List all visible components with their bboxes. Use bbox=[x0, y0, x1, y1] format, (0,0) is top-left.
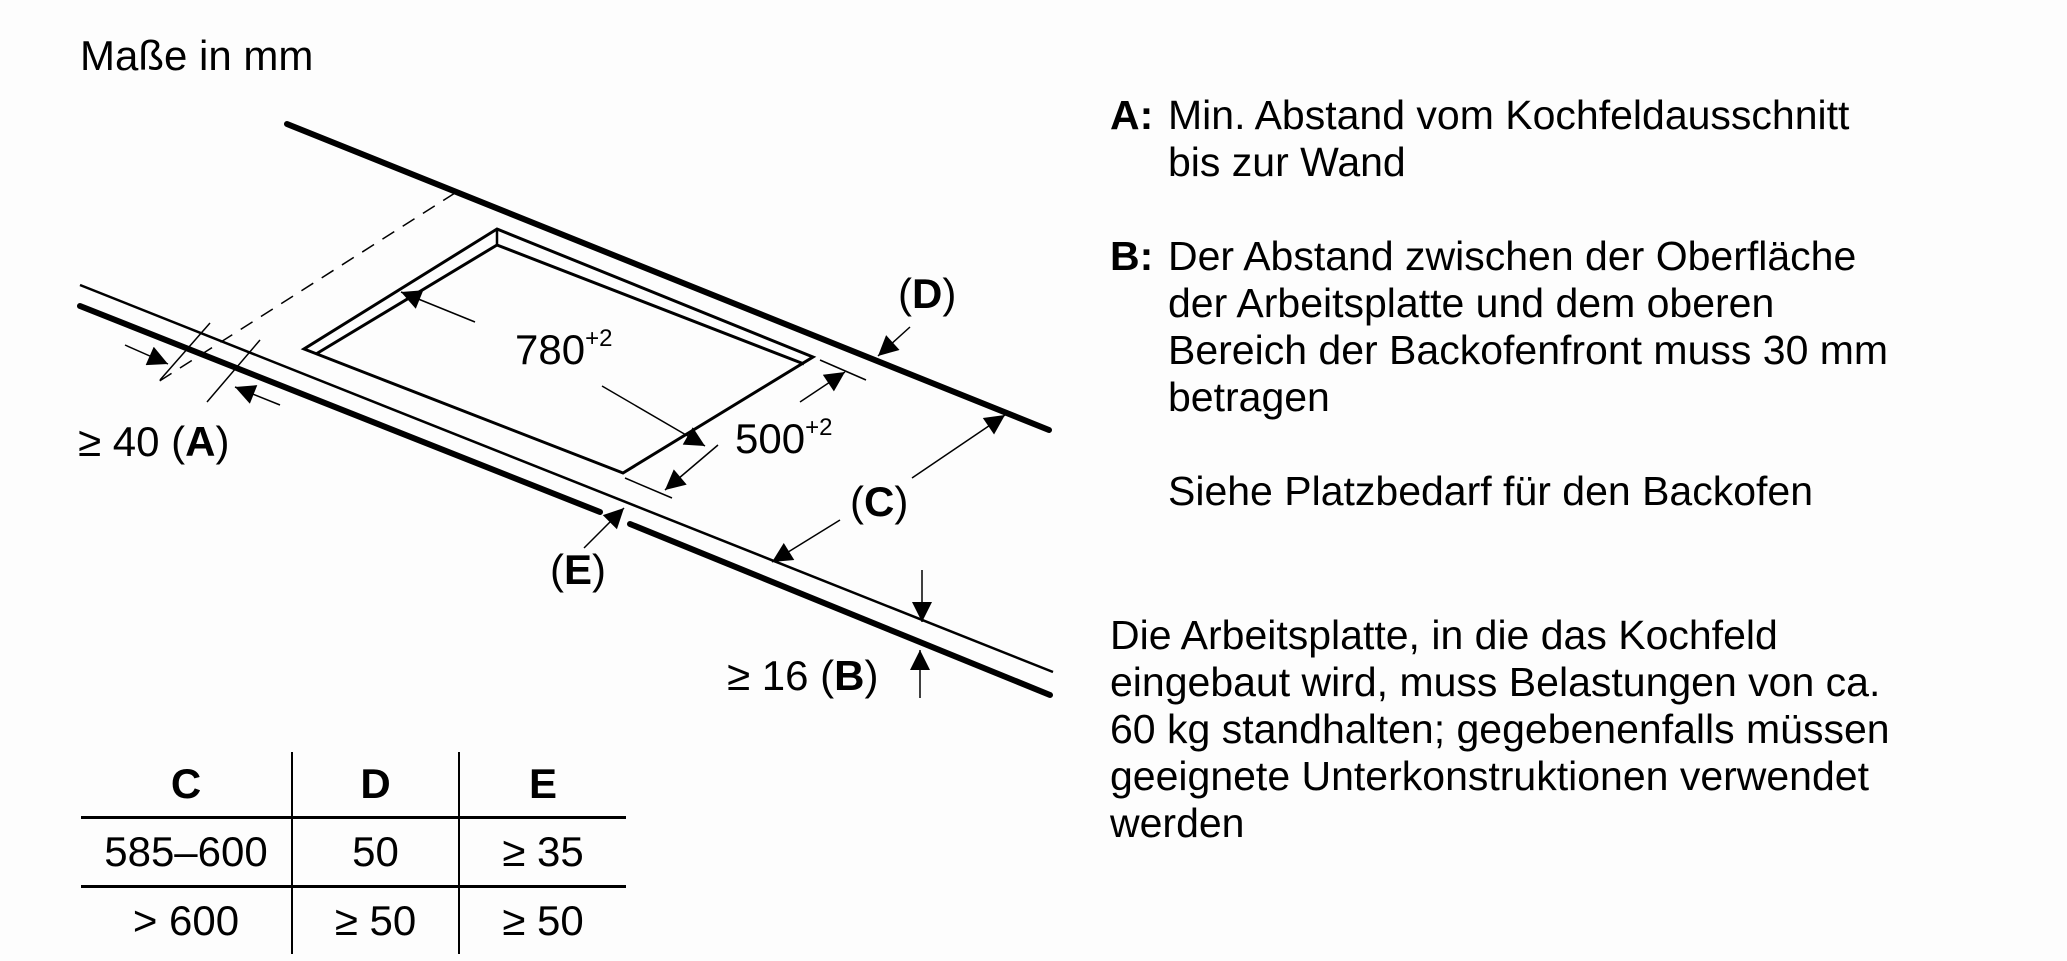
dimension-table: C D E 585–600 50 ≥ 35 > 600 ≥ 50 ≥ 50 bbox=[81, 752, 626, 954]
legend-text: Min. Abstand vom Kochfeldausschnitt bbox=[1168, 92, 1850, 138]
counter-front-edge bbox=[627, 521, 1053, 698]
dashed-projection-line bbox=[157, 192, 456, 383]
table-cell: ≥ 50 bbox=[292, 886, 460, 954]
page-title: Maße in mm bbox=[80, 32, 314, 79]
note-line: Die Arbeitsplatte, in die das Kochfeld bbox=[1110, 612, 1778, 658]
table-header-d: D bbox=[292, 752, 460, 819]
see-also-note: Siehe Platzbedarf für den Backofen bbox=[1168, 468, 1814, 514]
dim-d-arrow bbox=[877, 326, 911, 357]
legend-text: Bereich der Backofenfront muss 30 mm bbox=[1168, 327, 1889, 373]
dim-a-label: ≥ 40 (A) bbox=[78, 418, 230, 465]
dim-780-arrow-right bbox=[601, 385, 706, 447]
dim-c-arrow-bottom bbox=[771, 519, 841, 563]
legend-entry-a: A: Min. Abstand vom Kochfeldausschnitt b… bbox=[1110, 92, 2050, 186]
table-cell: 585–600 bbox=[81, 817, 293, 888]
table-header-e: E bbox=[459, 752, 626, 819]
dim-e-arrow bbox=[583, 507, 625, 549]
dim-a-arrow-left bbox=[124, 344, 169, 366]
legend-key: B: bbox=[1110, 233, 1154, 279]
legend-text: betragen bbox=[1168, 374, 1330, 420]
dim-d-label: (D) bbox=[898, 270, 957, 317]
table-cell: ≥ 50 bbox=[502, 897, 584, 944]
legend-entry-b: B: Der Abstand zwischen der Oberfläche d… bbox=[1110, 233, 2050, 421]
note-line: 60 kg standhalten; gegebenenfalls müssen bbox=[1110, 706, 1890, 752]
counter-top-edge bbox=[79, 283, 1054, 674]
dim-e-label: (E) bbox=[550, 546, 607, 593]
dim-a-arrow-right bbox=[234, 385, 281, 406]
dim-c-label: (C) bbox=[850, 478, 909, 525]
dim-500-label: 500+2 bbox=[735, 414, 833, 462]
legend: A: Min. Abstand vom Kochfeldausschnitt b… bbox=[1110, 92, 2050, 515]
wall-line bbox=[284, 121, 1052, 433]
cutout-diagram bbox=[77, 121, 1054, 698]
table-cell: 50 bbox=[292, 817, 460, 888]
load-note: Die Arbeitsplatte, in die das Kochfeld e… bbox=[1110, 612, 1890, 847]
cutout-outer bbox=[300, 227, 817, 475]
dim-780-arrow-left bbox=[400, 290, 476, 323]
table-cell: ≥ 35 bbox=[459, 817, 626, 888]
table-row: > 600 ≥ 50 ≥ 50 bbox=[81, 886, 626, 954]
table-cell: > 600 bbox=[81, 886, 293, 954]
dim-c-arrow-top bbox=[911, 414, 1006, 479]
legend-text: bis zur Wand bbox=[1168, 139, 1406, 185]
dim-780-label: 780+2 bbox=[515, 325, 613, 373]
table-header-c: C bbox=[81, 752, 293, 819]
legend-text: Der Abstand zwischen der Oberfläche bbox=[1168, 233, 1857, 279]
dim-500-arrow-top bbox=[799, 371, 846, 403]
legend-text: der Arbeitsplatte und dem oberen bbox=[1168, 280, 1775, 326]
note-line: werden bbox=[1110, 800, 1245, 846]
table-header-row: C D E bbox=[81, 752, 626, 819]
table-row: 585–600 50 ≥ 35 bbox=[81, 817, 626, 888]
note-line: geeignete Unterkonstruktionen verwendet bbox=[1110, 753, 1869, 799]
legend-key: A: bbox=[1110, 92, 1154, 138]
counter-front-edge bbox=[77, 303, 603, 515]
note-line: eingebaut wird, muss Belastungen von ca. bbox=[1110, 659, 1881, 705]
dim-b-label: ≥ 16 (B) bbox=[727, 652, 879, 699]
dim-500-arrow-bottom bbox=[664, 444, 719, 491]
